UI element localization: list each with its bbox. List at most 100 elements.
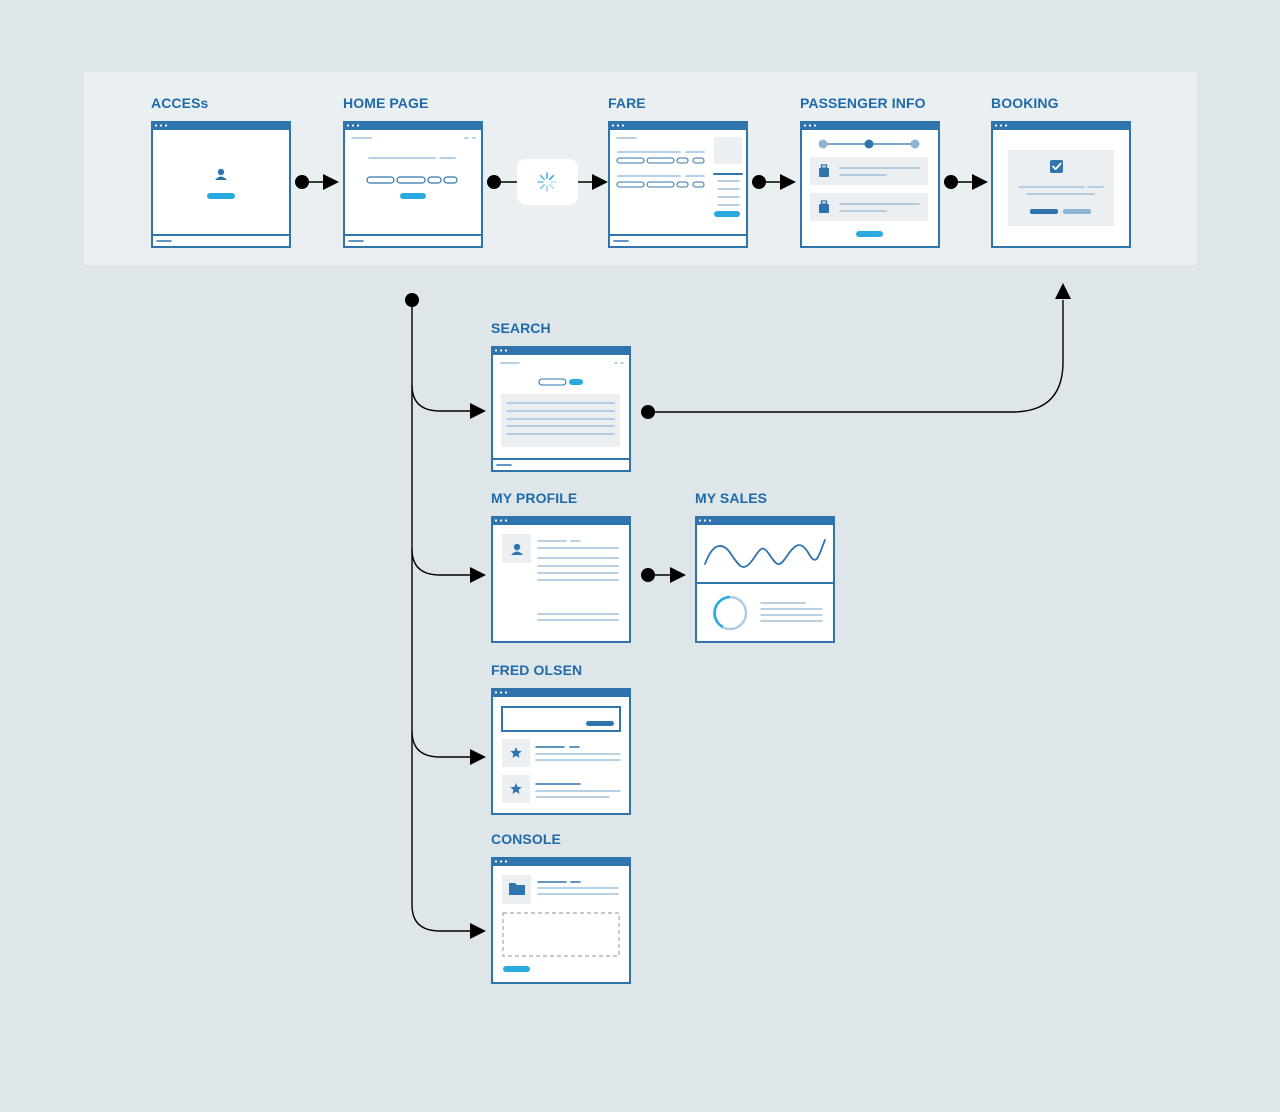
fare-screen bbox=[608, 121, 748, 248]
console-screen-titlebar bbox=[491, 857, 631, 866]
booking-screen bbox=[991, 121, 1131, 248]
search-button-pill bbox=[569, 379, 583, 385]
spinner-tick bbox=[549, 184, 555, 190]
luggage-icon bbox=[819, 164, 829, 177]
fare-option-field bbox=[646, 157, 675, 164]
fare-option-field bbox=[646, 181, 675, 188]
window-dot bbox=[698, 519, 702, 522]
search-button-pill bbox=[400, 193, 426, 199]
arrowhead-right bbox=[470, 749, 486, 765]
login-button-pill bbox=[207, 193, 235, 199]
folder-icon bbox=[509, 883, 525, 895]
search-screen bbox=[491, 346, 631, 472]
user-icon-head bbox=[217, 168, 225, 176]
arrowhead-right bbox=[323, 174, 339, 190]
passenger-card bbox=[810, 157, 928, 185]
luggage-icon-handle bbox=[820, 164, 828, 169]
home-page-screen bbox=[343, 121, 483, 248]
luggage-icon-body bbox=[819, 204, 829, 213]
passenger-info-screen-titlebar bbox=[800, 121, 940, 130]
upload-button-pill bbox=[503, 966, 530, 972]
search-bar-button bbox=[586, 721, 614, 726]
fare-option-field bbox=[616, 181, 645, 188]
my-profile-screen bbox=[491, 516, 631, 643]
stepper-dot-active bbox=[864, 139, 874, 149]
connectors bbox=[295, 159, 1071, 939]
fare-option-field bbox=[676, 181, 689, 188]
my-sales-screen-titlebar bbox=[695, 516, 835, 525]
loader-box bbox=[517, 159, 578, 205]
branch-line bbox=[411, 548, 470, 576]
window-dot bbox=[999, 124, 1003, 127]
window-dot bbox=[621, 124, 625, 127]
user-icon-head bbox=[513, 543, 521, 551]
window-dot bbox=[356, 124, 360, 127]
window-dot bbox=[346, 124, 350, 127]
window-dot bbox=[499, 349, 503, 352]
access-screen-titlebar bbox=[151, 121, 291, 130]
screens bbox=[151, 121, 1131, 984]
console-screen bbox=[491, 857, 631, 984]
my-sales-screen bbox=[695, 516, 835, 643]
user-icon bbox=[511, 543, 523, 555]
window-dot bbox=[164, 124, 168, 127]
home-page-screen-frame bbox=[343, 121, 483, 248]
arrowhead-right bbox=[470, 403, 486, 419]
spinner-tick bbox=[549, 174, 555, 180]
upload-dropzone bbox=[502, 912, 620, 957]
passenger-card bbox=[810, 193, 928, 221]
window-dot bbox=[159, 124, 163, 127]
arrowhead-right bbox=[972, 174, 988, 190]
fare-option-field bbox=[676, 157, 689, 164]
results-panel bbox=[501, 394, 620, 447]
next-button-pill bbox=[856, 231, 883, 237]
connector-line bbox=[648, 300, 1064, 413]
window-dot bbox=[351, 124, 355, 127]
passenger-info-screen bbox=[800, 121, 940, 248]
user-icon bbox=[215, 168, 227, 180]
checkbox-checkmark bbox=[1052, 162, 1062, 170]
home-page-screen-titlebar bbox=[343, 121, 483, 130]
access-title: ACCESs bbox=[151, 95, 209, 111]
user-icon-body bbox=[215, 176, 227, 180]
window-dot bbox=[499, 860, 503, 863]
star-icon bbox=[510, 783, 522, 794]
donut-chart-icon bbox=[713, 595, 731, 629]
branch-line bbox=[411, 384, 470, 412]
my-profile-screen-titlebar bbox=[491, 516, 631, 525]
search-screen-titlebar bbox=[491, 346, 631, 355]
search-field bbox=[427, 176, 442, 184]
star-icon bbox=[510, 747, 522, 758]
window-dot bbox=[494, 691, 498, 694]
window-dot bbox=[803, 124, 807, 127]
search-title: SEARCH bbox=[491, 320, 551, 336]
fred-olsen-title: FRED OLSEN bbox=[491, 662, 583, 678]
search-field bbox=[396, 176, 426, 184]
window-dot bbox=[1004, 124, 1008, 127]
arrowhead-right bbox=[592, 174, 608, 190]
booking-screen-titlebar bbox=[991, 121, 1131, 130]
window-dot bbox=[504, 519, 508, 522]
spinner-tick bbox=[539, 184, 545, 190]
checkbox-checked-icon bbox=[1050, 160, 1063, 173]
fred-olsen-screen-titlebar bbox=[491, 688, 631, 697]
luggage-icon-body bbox=[819, 168, 829, 177]
fred-olsen-screen bbox=[491, 688, 631, 815]
fare-option-field bbox=[692, 157, 705, 164]
arrowhead-right bbox=[780, 174, 796, 190]
window-dot bbox=[494, 349, 498, 352]
spinner-icon bbox=[537, 172, 557, 192]
window-dot bbox=[813, 124, 817, 127]
access-screen bbox=[151, 121, 291, 248]
my-sales-title: MY SALES bbox=[695, 490, 768, 506]
branch-line bbox=[411, 730, 470, 758]
primary-action-pill bbox=[1030, 209, 1058, 214]
image-placeholder bbox=[714, 137, 742, 164]
fare-option-field bbox=[616, 157, 645, 164]
search-field bbox=[538, 378, 567, 386]
stepper-dot bbox=[818, 139, 828, 149]
window-dot bbox=[708, 519, 712, 522]
window-dot bbox=[504, 691, 508, 694]
